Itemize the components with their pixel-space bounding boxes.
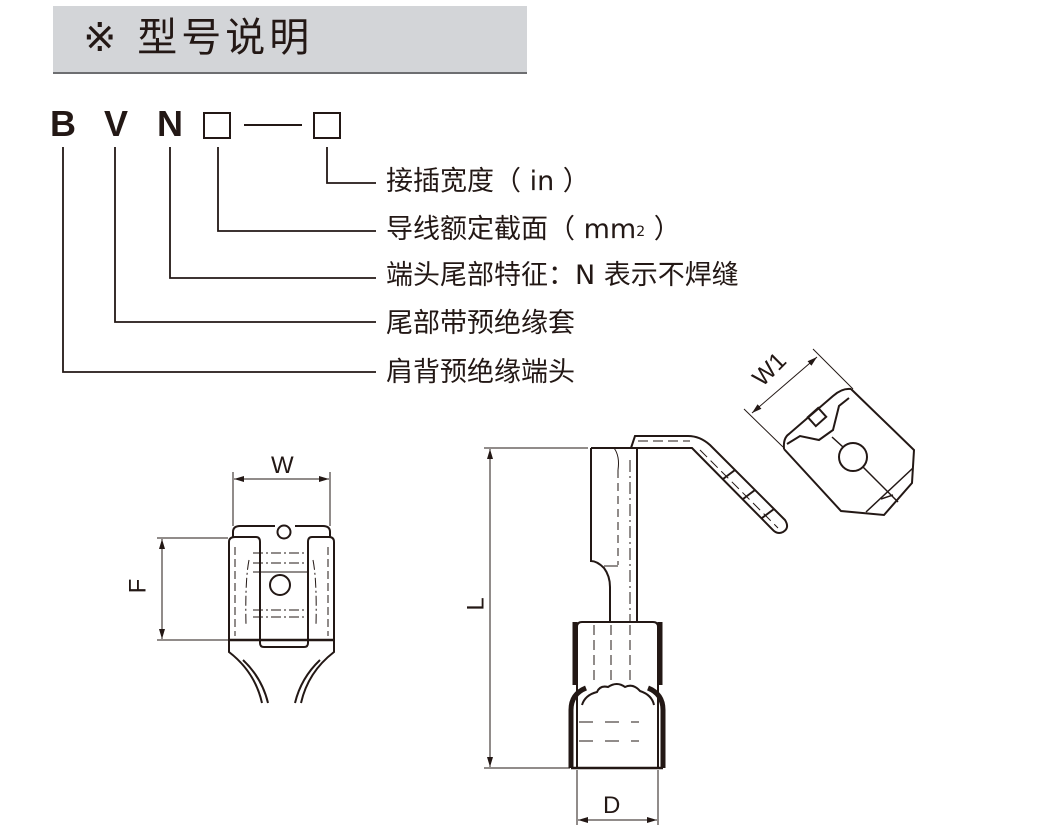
side-view-drawing <box>484 435 789 825</box>
section-title: ※ 型号说明 <box>83 10 313 66</box>
detail-view-drawing <box>743 348 916 517</box>
section-header: ※ 型号说明 <box>53 6 527 74</box>
leader-v <box>114 147 376 323</box>
leader-n <box>169 147 376 279</box>
leader-b <box>62 147 376 373</box>
code-placeholder-wire-size <box>203 112 231 139</box>
legend-tab-width: 接插宽度（ in ） <box>386 166 590 197</box>
leader-lines <box>62 147 376 373</box>
legend-wire-section: 导线额定截面（ mm2 ） <box>386 212 681 248</box>
legend-shoulder-terminal: 肩背预绝缘端头 <box>386 357 575 388</box>
legend-tail-feature: 端头尾部特征：N 表示不焊缝 <box>386 260 739 291</box>
code-letter-n: N <box>157 103 183 144</box>
leader-wire-section <box>217 147 376 232</box>
code-letter-b: B <box>50 103 76 144</box>
legend-superscript: 2 <box>636 224 646 240</box>
leader-tab-width <box>326 147 376 184</box>
legend-tail-insulation: 尾部带预绝缘套 <box>386 308 575 339</box>
reference-mark-icon: ※ <box>83 15 121 61</box>
dim-label-w: W <box>271 452 294 479</box>
code-placeholder-tab-width <box>313 112 341 139</box>
front-view-drawing <box>157 472 335 704</box>
code-letter-v: V <box>104 103 129 144</box>
dim-label-d: D <box>603 792 621 819</box>
legend-wire-section-text: 导线额定截面（ mm <box>386 214 637 245</box>
legend-wire-section-end: ） <box>645 214 681 245</box>
section-title-text: 型号说明 <box>137 15 314 61</box>
